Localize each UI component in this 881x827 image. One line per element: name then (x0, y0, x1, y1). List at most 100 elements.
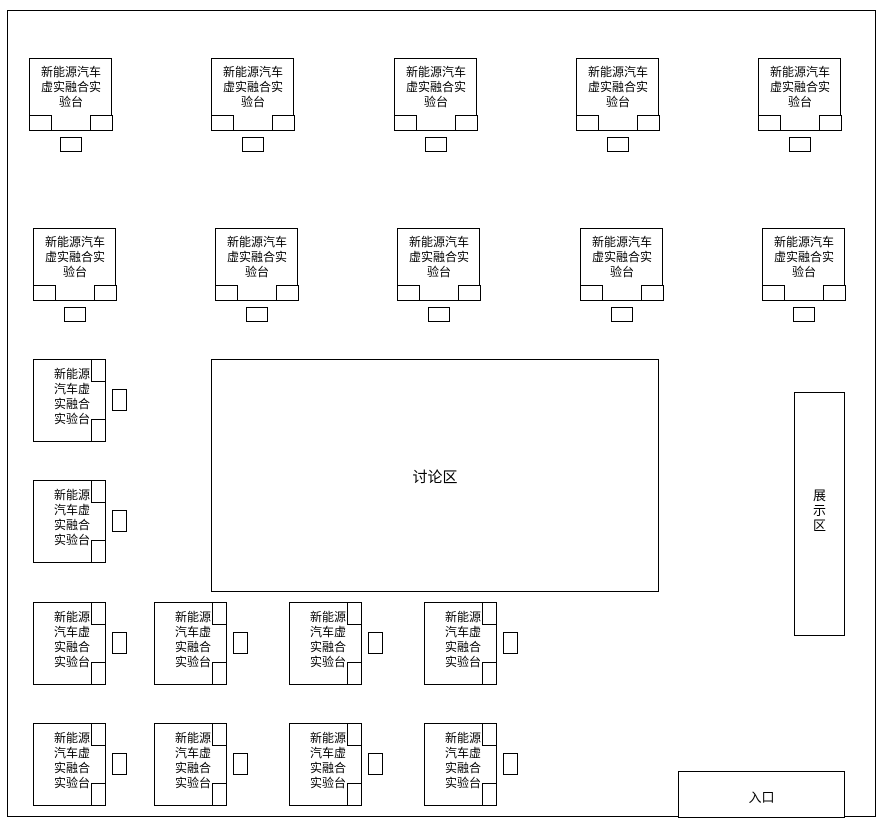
bench-stool (789, 137, 811, 152)
bench-fixture-top (91, 602, 106, 625)
bench-label: 新能源汽车虚实融合实验台 (760, 65, 840, 110)
vertical-bench-7: 新能源汽车虚实融合实验台 (33, 723, 127, 806)
bench-label-line: 实融合 (174, 640, 211, 654)
bench-label-line: 虚实融合实 (587, 80, 648, 94)
bench-fixture-bottom (347, 662, 362, 685)
horizontal-bench-10: 新能源汽车虚实融合实验台 (762, 228, 846, 322)
bench-label-line: 新能源汽车 (40, 65, 101, 79)
horizontal-bench-2: 新能源汽车虚实融合实验台 (211, 58, 295, 152)
bench-label-line: 新能源 (444, 610, 481, 624)
bench-label-line: 汽车虚 (444, 746, 481, 760)
bench-label: 新能源汽车虚实融合实验台 (764, 235, 844, 280)
bench-stool (112, 389, 127, 411)
horizontal-bench-4: 新能源汽车虚实融合实验台 (576, 58, 660, 152)
bench-fixture-top (91, 480, 106, 503)
bench-fixture-right (458, 285, 481, 301)
bench-label-line: 验台 (58, 95, 83, 109)
bench-label: 新能源汽车虚实融合实验台 (35, 731, 109, 791)
bench-label-line: 汽车虚 (309, 625, 346, 639)
bench-label-line: 新能源 (174, 610, 211, 624)
bench-stool (233, 632, 248, 654)
bench-label-line: 汽车虚 (174, 625, 211, 639)
bench-fixture-left (580, 285, 603, 301)
bench-fixture-bottom (91, 540, 106, 563)
bench-fixture-left (576, 115, 599, 131)
bench-label-line: 实验台 (309, 655, 346, 669)
discussion-area-label: 讨论区 (412, 468, 458, 486)
bench-label-line: 新能源汽车 (769, 65, 830, 79)
bench-fixture-right (823, 285, 846, 301)
vertical-bench-2: 新能源汽车虚实融合实验台 (33, 480, 127, 563)
bench-label: 新能源汽车虚实融合实验台 (156, 610, 230, 670)
bench-label-line: 实融合 (444, 761, 481, 775)
bench-label-line: 汽车虚 (174, 746, 211, 760)
horizontal-bench-5: 新能源汽车虚实融合实验台 (758, 58, 842, 152)
bench-label-line: 汽车虚 (444, 625, 481, 639)
bench-label-line: 汽车虚 (53, 746, 90, 760)
bench-fixture-bottom (347, 783, 362, 806)
bench-label-line: 实融合 (309, 640, 346, 654)
entrance-label: 入口 (748, 791, 775, 806)
horizontal-bench-8: 新能源汽车虚实融合实验台 (397, 228, 481, 322)
bench-label-line: 实验台 (444, 655, 481, 669)
bench-fixture-right (641, 285, 664, 301)
bench-label-line: 新能源汽车 (591, 235, 652, 249)
bench-label-line: 实融合 (53, 518, 90, 532)
vertical-bench-6: 新能源汽车虚实融合实验台 (424, 602, 518, 685)
exhibit-area-label-2: 示 (812, 504, 826, 519)
bench-label-line: 新能源 (53, 610, 90, 624)
bench-label-line: 实融合 (309, 761, 346, 775)
bench-label: 新能源汽车虚实融合实验台 (291, 731, 365, 791)
bench-label-line: 实验台 (53, 776, 90, 790)
bench-fixture-bottom (91, 783, 106, 806)
bench-label-line: 验台 (605, 95, 630, 109)
bench-label-line: 虚实融合实 (405, 80, 466, 94)
bench-stool (425, 137, 447, 152)
bench-label-line: 虚实融合实 (591, 250, 652, 264)
bench-fixture-left (33, 285, 56, 301)
vertical-bench-10: 新能源汽车虚实融合实验台 (424, 723, 518, 806)
bench-label-line: 虚实融合实 (769, 80, 830, 94)
bench-fixture-left (394, 115, 417, 131)
horizontal-bench-7: 新能源汽车虚实融合实验台 (215, 228, 299, 322)
bench-label-line: 实验台 (174, 655, 211, 669)
bench-label-line: 汽车虚 (53, 625, 90, 639)
bench-table (576, 58, 659, 131)
bench-label: 新能源汽车虚实融合实验台 (291, 610, 365, 670)
bench-fixture-bottom (212, 662, 227, 685)
exhibit-area-label-1: 展 (812, 489, 826, 504)
entrance: 入口 (678, 771, 845, 818)
bench-fixture-right (637, 115, 660, 131)
vertical-bench-4: 新能源汽车虚实融合实验台 (154, 602, 248, 685)
bench-fixture-left (762, 285, 785, 301)
bench-fixture-right (455, 115, 478, 131)
vertical-bench-8: 新能源汽车虚实融合实验台 (154, 723, 248, 806)
bench-fixture-top (347, 602, 362, 625)
bench-stool (112, 632, 127, 654)
bench-fixture-right (272, 115, 295, 131)
bench-label-line: 新能源汽车 (44, 235, 105, 249)
bench-label-line: 实验台 (444, 776, 481, 790)
bench-label-line: 实融合 (174, 761, 211, 775)
bench-label-line: 验台 (787, 95, 812, 109)
horizontal-bench-6: 新能源汽车虚实融合实验台 (33, 228, 117, 322)
bench-fixture-bottom (482, 783, 497, 806)
bench-label-line: 汽车虚 (53, 503, 90, 517)
bench-fixture-left (758, 115, 781, 131)
vertical-bench-1: 新能源汽车虚实融合实验台 (33, 359, 127, 442)
bench-stool (503, 632, 518, 654)
bench-label: 新能源汽车虚实融合实验台 (31, 65, 111, 110)
bench-label: 新能源汽车虚实融合实验台 (396, 65, 476, 110)
bench-label-line: 新能源 (309, 610, 346, 624)
bench-label-line: 实验台 (309, 776, 346, 790)
bench-label-line: 新能源 (53, 731, 90, 745)
bench-label-line: 虚实融合实 (44, 250, 105, 264)
horizontal-bench-9: 新能源汽车虚实融合实验台 (580, 228, 664, 322)
bench-label: 新能源汽车虚实融合实验台 (35, 610, 109, 670)
bench-label-line: 新能源 (174, 731, 211, 745)
bench-label: 新能源汽车虚实融合实验台 (578, 65, 658, 110)
bench-stool (607, 137, 629, 152)
bench-fixture-right (276, 285, 299, 301)
bench-label-line: 实验台 (53, 655, 90, 669)
bench-label: 新能源汽车虚实融合实验台 (35, 367, 109, 427)
